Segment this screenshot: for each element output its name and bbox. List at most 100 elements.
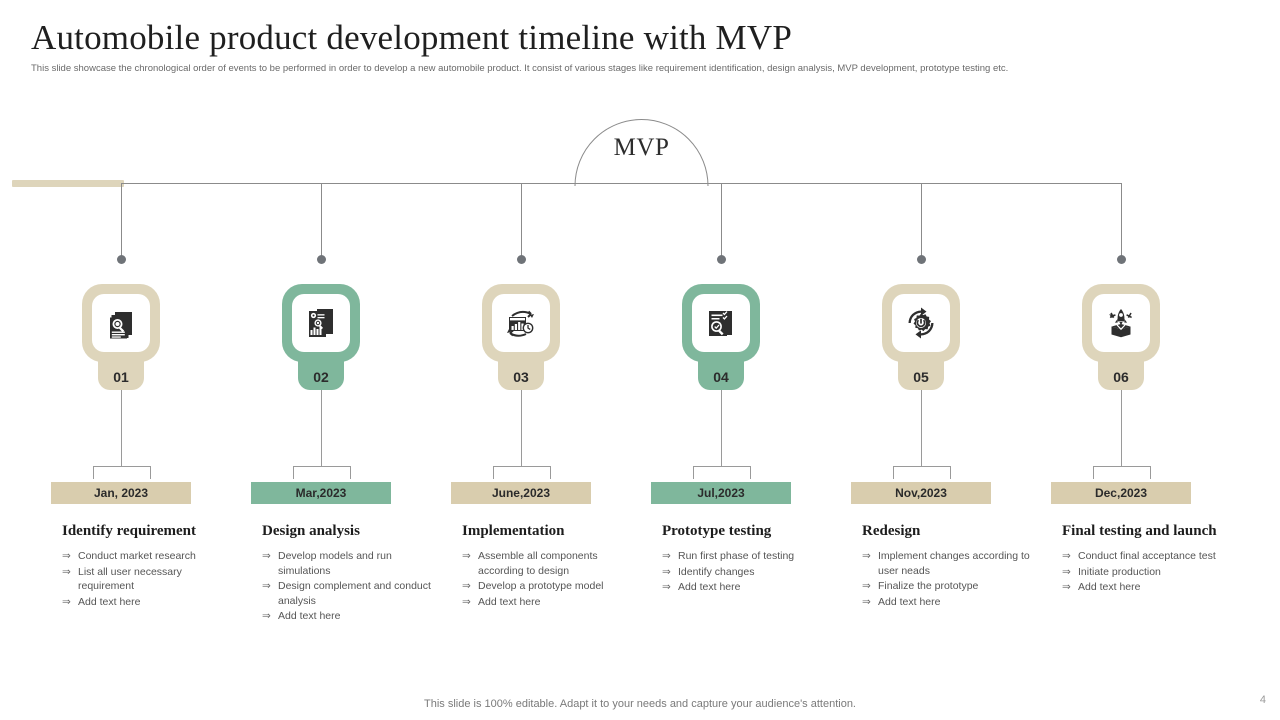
- step-icon-frame: [482, 284, 560, 362]
- double-arrow-icon: ⇒: [62, 550, 71, 562]
- step-number: 05: [913, 369, 929, 385]
- step-bullet-list: ⇒Implement changes according to user nea…: [862, 549, 1037, 609]
- step-title: Redesign: [862, 523, 921, 539]
- timeline-node-dot: [917, 255, 926, 264]
- double-arrow-icon: ⇒: [862, 595, 871, 608]
- date-bracket: [293, 466, 351, 479]
- step-number: 04: [713, 369, 729, 385]
- mvp-base-bar: [12, 180, 124, 187]
- step-content-block: Final testing and launch ⇒Conduct final a…: [1062, 523, 1237, 596]
- double-arrow-icon: ⇒: [462, 580, 471, 592]
- step-number: 02: [313, 369, 329, 385]
- step-bullet-item: ⇒Develop a prototype model: [462, 580, 604, 592]
- step-icon-frame: [282, 284, 360, 362]
- step-title: Identify requirement: [62, 523, 197, 539]
- step-bullet-item: ⇒Conduct final acceptance test: [1062, 550, 1216, 562]
- document-search-icon: [92, 294, 150, 352]
- date-bracket: [493, 466, 551, 479]
- gear-refresh-icon: [892, 294, 950, 352]
- step-content-block: Identify requirement ⇒Conduct market rese…: [62, 523, 237, 610]
- step-bullet-item: ⇒Design complement and conduct analysis: [262, 580, 431, 607]
- timeline-node-dot: [317, 255, 326, 264]
- double-arrow-icon: ⇒: [862, 550, 871, 562]
- date-badge: Mar,2023: [251, 482, 391, 504]
- connector-drop-line: [521, 183, 522, 259]
- step-number: 03: [513, 369, 529, 385]
- timeline-node-dot: [517, 255, 526, 264]
- step-icon-frame: [682, 284, 760, 362]
- footer-note: This slide is 100% editable. Adapt it to…: [424, 698, 856, 710]
- date-badge: June,2023: [451, 482, 591, 504]
- connector-drop-line: [721, 183, 722, 259]
- timeline-bus-line: [121, 183, 1121, 184]
- double-arrow-icon: ⇒: [62, 595, 71, 608]
- step-bullet-item: ⇒Add text here: [662, 581, 741, 593]
- step-stem-line: [121, 390, 122, 466]
- mvp-arc-group: MVP: [574, 118, 709, 186]
- step-bullet-item: ⇒Add text here: [1062, 581, 1141, 593]
- step-title: Implementation: [462, 523, 565, 539]
- date-bracket: [93, 466, 151, 479]
- double-arrow-icon: ⇒: [862, 580, 871, 592]
- step-content-block: Redesign ⇒Implement changes according to …: [862, 523, 1037, 610]
- double-arrow-icon: ⇒: [662, 565, 671, 578]
- step-bullet-list: ⇒Run first phase of testing ⇒Identify cha…: [662, 549, 837, 595]
- step-bullet-item: ⇒Add text here: [62, 595, 141, 608]
- step-bullet-item: ⇒Initiate production: [1062, 565, 1161, 578]
- mvp-arc-icon: [574, 119, 709, 186]
- date-bracket: [893, 466, 951, 479]
- step-stem-line: [1121, 390, 1122, 466]
- step-bullet-item: ⇒Finalize the prototype: [862, 580, 979, 592]
- step-bullet-item: ⇒Assemble all components according to de…: [462, 550, 598, 577]
- step-bullet-list: ⇒Conduct final acceptance test ⇒Initiate …: [1062, 549, 1237, 595]
- date-badge: Nov,2023: [851, 482, 991, 504]
- step-stem-line: [521, 390, 522, 466]
- step-content-block: Implementation ⇒Assemble all components a…: [462, 523, 637, 610]
- page-number: 4: [1259, 694, 1266, 706]
- double-arrow-icon: ⇒: [1062, 550, 1071, 562]
- timeline-node-dot: [717, 255, 726, 264]
- step-bullet-list: ⇒Assemble all components according to de…: [462, 549, 637, 609]
- step-icon-frame: [82, 284, 160, 362]
- analysis-report-icon: [292, 294, 350, 352]
- step-number: 06: [1113, 369, 1129, 385]
- double-arrow-icon: ⇒: [662, 550, 671, 562]
- step-content-block: Prototype testing ⇒Run first phase of tes…: [662, 523, 837, 596]
- page-title: Automobile product development timeline …: [31, 18, 793, 57]
- date-badge: Dec,2023: [1051, 482, 1191, 504]
- step-bullet-item: ⇒List all user necessary requirement: [62, 565, 182, 593]
- step-bullet-item: ⇒Run first phase of testing: [662, 550, 795, 562]
- date-badge: Jan, 2023: [51, 482, 191, 504]
- double-arrow-icon: ⇒: [1062, 565, 1071, 578]
- step-bullet-item: ⇒Add text here: [462, 595, 541, 608]
- step-bullet-list: ⇒Conduct market research⇒List all user n…: [62, 549, 237, 609]
- document-check-search-icon: [692, 294, 750, 352]
- step-icon-frame: [1082, 284, 1160, 362]
- double-arrow-icon: ⇒: [462, 595, 471, 608]
- step-icon-frame: [882, 284, 960, 362]
- double-arrow-icon: ⇒: [62, 565, 71, 578]
- mvp-label: MVP: [613, 134, 670, 161]
- step-content-block: Design analysis ⇒Develop models and run s…: [262, 523, 437, 625]
- date-bracket: [693, 466, 751, 479]
- step-bullet-item: ⇒Add text here: [262, 610, 341, 622]
- page-subtitle: This slide showcase the chronological or…: [31, 63, 1009, 74]
- step-bullet-item: ⇒Add text here: [862, 595, 941, 608]
- chart-clock-cycle-icon: [492, 294, 550, 352]
- step-title: Design analysis: [262, 523, 360, 539]
- connector-drop-line: [1121, 183, 1122, 259]
- step-stem-line: [921, 390, 922, 466]
- connector-drop-line: [921, 183, 922, 259]
- step-bullet-list: ⇒Develop models and run simulations ⇒Desi…: [262, 549, 437, 624]
- step-title: Prototype testing: [662, 523, 772, 539]
- step-title: Final testing and launch: [1062, 523, 1217, 539]
- timeline-node-dot: [117, 255, 126, 264]
- step-bullet-item: ⇒Identify changes: [662, 565, 755, 578]
- timeline-node-dot: [1117, 255, 1126, 264]
- step-number: 01: [113, 369, 129, 385]
- double-arrow-icon: ⇒: [662, 581, 671, 593]
- connector-drop-line: [121, 183, 122, 259]
- double-arrow-icon: ⇒: [462, 550, 471, 562]
- double-arrow-icon: ⇒: [262, 550, 271, 562]
- step-bullet-item: ⇒Develop models and run simulations: [262, 550, 392, 577]
